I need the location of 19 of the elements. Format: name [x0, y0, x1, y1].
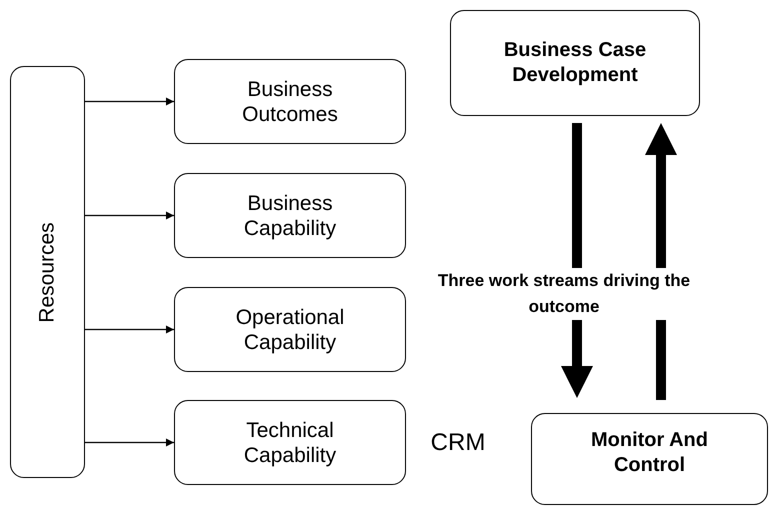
process-box: [174, 287, 406, 372]
arrow: [85, 438, 174, 446]
box-label: Resources: [35, 222, 60, 322]
arrow: [85, 212, 174, 220]
process-box: [174, 400, 406, 485]
process-box: [450, 10, 700, 116]
side-label: CRM: [430, 428, 486, 458]
process-box: [531, 413, 768, 505]
process-box: [174, 173, 406, 258]
process-box: [174, 59, 406, 144]
box-label: Business Outcomes: [241, 76, 339, 126]
box-label: Technical Capability: [242, 418, 338, 468]
arrow: [85, 98, 174, 106]
arrow: [85, 326, 174, 334]
box-label: Monitor And Control: [590, 428, 709, 478]
box-label: Business Case Development: [502, 38, 648, 88]
box-label: Operational Capability: [234, 304, 346, 354]
process-box: [10, 66, 85, 478]
box-label: Business Capability: [242, 190, 338, 240]
